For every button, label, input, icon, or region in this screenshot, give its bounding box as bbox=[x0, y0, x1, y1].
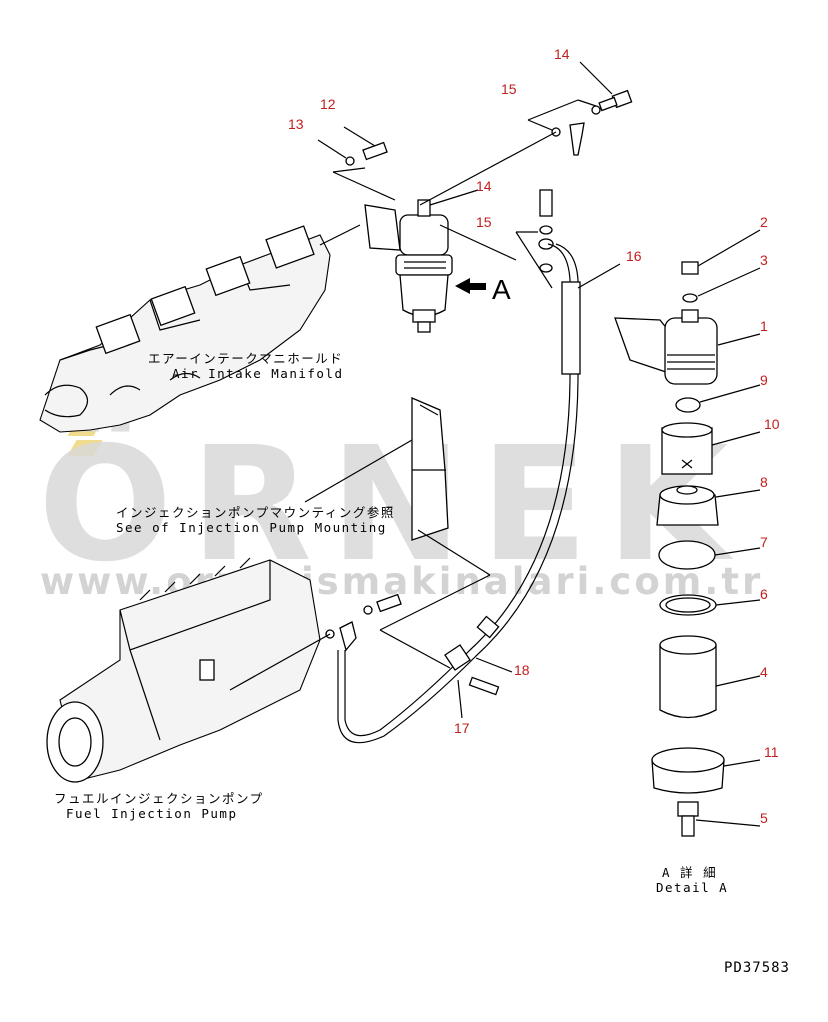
fuel-hose-drawing bbox=[325, 243, 581, 744]
manifold-label-en: Air Intake Manifold bbox=[172, 366, 344, 381]
callout: 11 bbox=[764, 744, 779, 760]
exploded-parts-drawing bbox=[614, 261, 725, 837]
callout: 15 bbox=[476, 214, 492, 230]
leader-lines bbox=[229, 61, 761, 827]
callout: 2 bbox=[760, 214, 768, 230]
callout: 9 bbox=[760, 372, 768, 388]
pump-label-jp: フュエルインジェクションポンプ bbox=[54, 791, 264, 806]
callout: 10 bbox=[764, 416, 780, 432]
watermark-url: www.ornekismakinalari.com.tr bbox=[40, 560, 764, 603]
detail-label-jp: A 詳 細 bbox=[662, 865, 718, 880]
watermark-brand: ÖRNEK bbox=[38, 413, 747, 597]
callout: 14 bbox=[554, 46, 570, 62]
callout: 13 bbox=[288, 116, 304, 132]
view-letter: A bbox=[492, 274, 511, 305]
callout: 5 bbox=[760, 810, 768, 826]
callout: 12 bbox=[320, 96, 336, 112]
mounting-label-jp: インジェクションポンプマウンティング参照 bbox=[116, 505, 395, 520]
top-hardware-drawing bbox=[345, 89, 633, 273]
callout: 4 bbox=[760, 664, 768, 680]
callout: 14 bbox=[476, 178, 492, 194]
mounting-label-en: See of Injection Pump Mounting bbox=[116, 520, 387, 535]
bracket-drawing bbox=[411, 397, 449, 541]
callout: 7 bbox=[760, 534, 768, 550]
callout: 6 bbox=[760, 586, 768, 602]
callout: 3 bbox=[760, 252, 768, 268]
detail-label-en: Detail A bbox=[656, 880, 729, 895]
air-intake-manifold-drawing bbox=[39, 224, 361, 433]
pump-label-en: Fuel Injection Pump bbox=[66, 806, 238, 821]
fuel-filter-assembly-drawing bbox=[364, 199, 486, 333]
fuel-injection-pump-drawing bbox=[46, 557, 321, 783]
callout: 18 bbox=[514, 662, 530, 678]
manifold-label-jp: エアーインテークマニホールド bbox=[148, 351, 344, 366]
callout: 1 bbox=[760, 318, 768, 334]
callout: 15 bbox=[501, 81, 517, 97]
drawing-code: PD37583 bbox=[723, 960, 790, 976]
callout: 8 bbox=[760, 474, 768, 490]
callout: 17 bbox=[454, 720, 470, 736]
callout: 16 bbox=[626, 248, 642, 264]
